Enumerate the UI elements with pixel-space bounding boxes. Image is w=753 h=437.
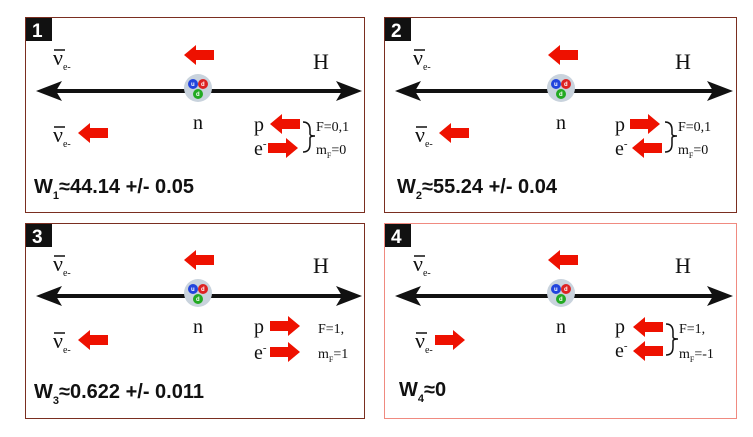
hydrogen-label: H [313, 253, 329, 278]
quantum-f: F=0,1 [316, 120, 349, 135]
neutron-label: n [193, 112, 203, 134]
neutron-motion-arrow [184, 250, 214, 270]
svg-text:u: u [554, 82, 558, 88]
proton-label: p [615, 114, 625, 136]
antineutrino-subscript: e- [63, 62, 71, 73]
panel-1: 1 νe- H u d d n νe- p [25, 17, 365, 213]
quantum-m: mF=1 [318, 347, 348, 364]
antineutrino-label-bottom: νe- [415, 122, 433, 150]
svg-text:d: d [201, 82, 205, 88]
panel-2-diagram: 2 νe- H u d d n νe- p e- [385, 18, 733, 202]
svg-text:d: d [559, 297, 563, 303]
panel-1-diagram: 1 νe- H u d d n νe- p [26, 18, 362, 202]
panel-2: 2 νe- H u d d n νe- p e- [384, 17, 737, 213]
svg-text:u: u [554, 287, 558, 293]
neutron-icon: u d d [184, 74, 212, 102]
panel-number: 3 [32, 227, 43, 248]
svg-text:u: u [191, 287, 195, 293]
axis-arrowhead-left [36, 286, 62, 306]
antineutrino-label-top: νe- [53, 45, 71, 73]
antineutrino-motion-arrow [78, 123, 108, 143]
proton-label: p [254, 114, 264, 136]
electron-motion-arrow [270, 342, 300, 362]
antineutrino-label-bottom: νe- [53, 122, 71, 150]
electron-label: e- [254, 342, 267, 364]
proton-label: p [615, 316, 625, 338]
panel-number: 1 [32, 21, 43, 42]
axis-arrowhead-right [336, 81, 362, 101]
quantum-f: F=1, [679, 322, 705, 337]
svg-text:d: d [196, 297, 200, 303]
antineutrino-motion-arrow [435, 330, 465, 350]
neutron-icon: u d d [547, 74, 575, 102]
proton-motion-arrow [270, 114, 300, 134]
svg-text:d: d [564, 82, 568, 88]
quantum-f: F=1, [318, 322, 344, 337]
quantum-m: mF=0 [678, 143, 708, 160]
axis-arrowhead-right [707, 286, 733, 306]
svg-text:d: d [559, 92, 563, 98]
quantum-m: mF=-1 [679, 347, 714, 364]
panel-3: 3 νe- H u d d n νe- p e- [25, 223, 365, 419]
panel-number-badge [385, 18, 411, 41]
quantum-m: mF=0 [316, 143, 346, 160]
neutron-motion-arrow [548, 250, 578, 270]
axis-arrowhead-right [707, 81, 733, 101]
hydrogen-label: H [313, 49, 329, 74]
hydrogen-label: H [675, 253, 691, 278]
probability-formula: W3≈0.622 +/- 0.011 [34, 381, 204, 407]
brace [302, 121, 316, 153]
panel-4-diagram: 4 νe- H u d d n νe- p e- [385, 224, 733, 405]
proton-motion-arrow [633, 317, 663, 337]
svg-text:d: d [564, 287, 568, 293]
electron-motion-arrow [268, 138, 298, 158]
quantum-f: F=0,1 [678, 120, 711, 135]
svg-text:u: u [191, 82, 195, 88]
brace [664, 121, 678, 153]
antineutrino-label-bottom: νe- [415, 328, 433, 356]
neutron-icon: u d d [547, 279, 575, 307]
panel-number: 4 [391, 227, 402, 248]
proton-motion-arrow [630, 114, 660, 134]
panel-number-badge [26, 18, 52, 41]
neutron-label: n [193, 316, 203, 338]
panel-3-diagram: 3 νe- H u d d n νe- p e- [26, 224, 362, 407]
antineutrino-label-top: νe- [413, 45, 431, 73]
electron-label: e- [254, 138, 267, 160]
panel-number: 2 [391, 21, 402, 42]
axis-arrowhead-right [336, 286, 362, 306]
proton-motion-arrow [270, 316, 300, 336]
electron-label: e- [615, 138, 628, 160]
antineutrino-label-top: νe- [413, 251, 431, 279]
panel-number-badge [26, 224, 52, 247]
antineutrino-motion-arrow [439, 123, 469, 143]
svg-text:d: d [196, 92, 200, 98]
neutron-icon: u d d [184, 279, 212, 307]
panel-4: 4 νe- H u d d n νe- p e- [384, 223, 737, 419]
probability-formula: W4≈0 [399, 379, 446, 405]
electron-motion-arrow [632, 138, 662, 158]
panel-number-badge [385, 224, 411, 247]
axis-arrowhead-left [395, 81, 421, 101]
probability-formula: W1≈44.14 +/- 0.05 [34, 176, 194, 202]
electron-motion-arrow [633, 341, 663, 361]
proton-label: p [254, 316, 264, 338]
hydrogen-label: H [675, 49, 691, 74]
brace [665, 323, 679, 356]
neutron-motion-arrow [548, 45, 578, 65]
antineutrino-motion-arrow [78, 330, 108, 350]
antineutrino-symbol: ν [53, 45, 63, 70]
antineutrino-label-top: νe- [53, 251, 71, 279]
electron-label: e- [615, 340, 628, 362]
axis-arrowhead-left [395, 286, 421, 306]
neutron-motion-arrow [184, 45, 214, 65]
axis-arrowhead-left [36, 81, 62, 101]
svg-text:d: d [201, 287, 205, 293]
neutron-label: n [556, 112, 566, 134]
neutron-label: n [556, 316, 566, 338]
antineutrino-label-bottom: νe- [53, 328, 71, 356]
probability-formula: W2≈55.24 +/- 0.04 [397, 176, 558, 202]
